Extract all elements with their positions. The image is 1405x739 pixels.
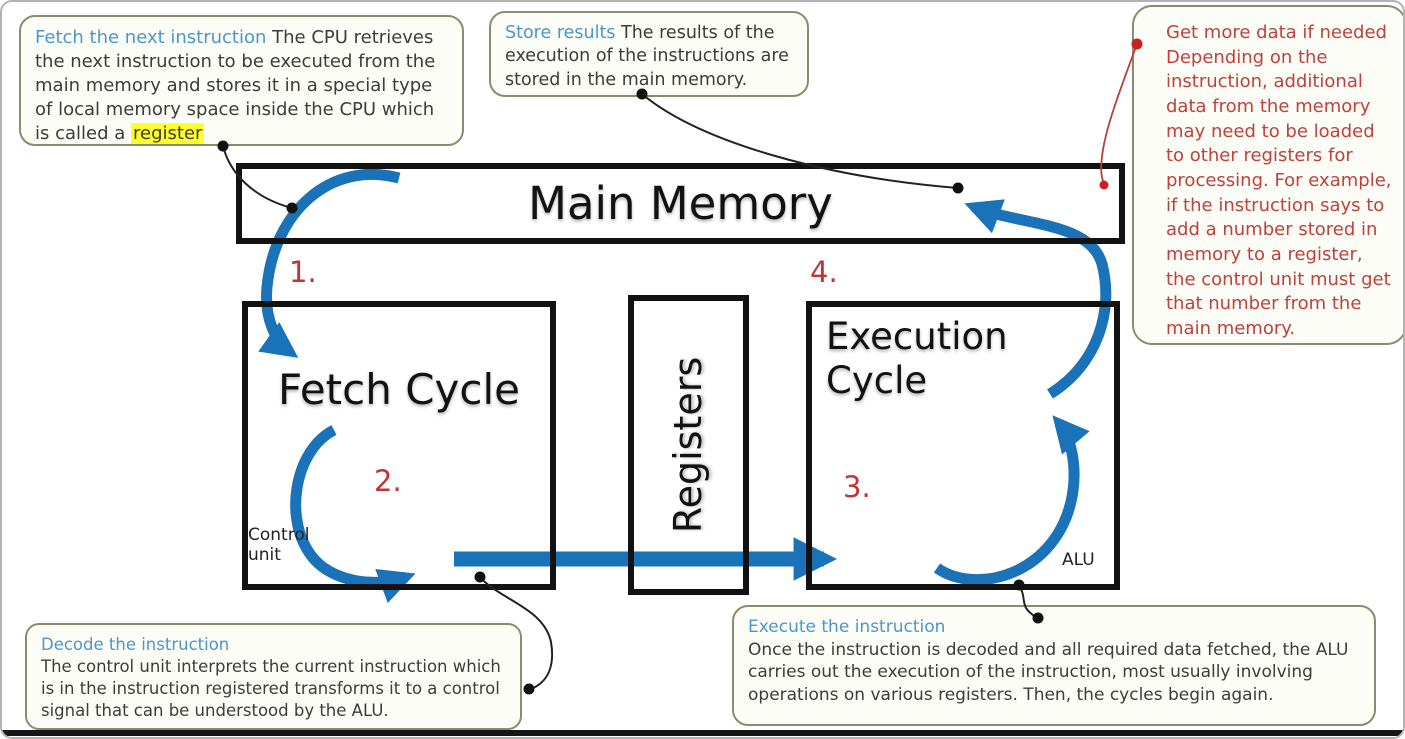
callout-fetch-instruction: Fetch the next instruction The CPU retri… bbox=[19, 15, 464, 146]
execution-cycle-label: Execution Cycle bbox=[826, 315, 1008, 402]
step-number-3: 3. bbox=[843, 470, 871, 504]
callout-execute-heading: Execute the instruction bbox=[748, 617, 946, 637]
execution-cycle-box: Execution Cycle bbox=[806, 301, 1120, 590]
callout-store-results: Store results The results of the executi… bbox=[489, 11, 809, 97]
callout-get-more-heading: Get more data if needed bbox=[1166, 22, 1387, 43]
callout-store-heading: Store results bbox=[505, 23, 622, 43]
step-number-4: 4. bbox=[810, 255, 838, 289]
callout-get-more-body: Depending on the instruction, additional… bbox=[1166, 46, 1392, 339]
connector-dot bbox=[523, 683, 535, 695]
registers-label: Registers bbox=[666, 356, 711, 534]
main-memory-box: Main Memory bbox=[236, 163, 1125, 244]
callout-store-body: The results of the execution of the inst… bbox=[505, 23, 789, 90]
callout-execute-body: Once the instruction is decoded and all … bbox=[748, 639, 1349, 705]
register-highlight: register bbox=[131, 122, 205, 144]
step-number-1: 1. bbox=[289, 255, 317, 289]
callout-decode-body: The control unit interprets the current … bbox=[41, 656, 501, 720]
callout-fetch-body: The CPU retrieves the next instruction t… bbox=[35, 27, 436, 144]
callout-decode-heading: Decode the instruction bbox=[41, 635, 230, 654]
control-unit-label: Control unit bbox=[248, 525, 310, 566]
main-memory-label: Main Memory bbox=[528, 177, 833, 230]
registers-box: Registers bbox=[628, 295, 749, 595]
alu-label: ALU bbox=[1062, 550, 1095, 570]
callout-fetch-heading: Fetch the next instruction bbox=[35, 27, 273, 48]
slide-bottom-edge bbox=[2, 730, 1403, 736]
step-number-2: 2. bbox=[374, 464, 402, 498]
fetch-cycle-label: Fetch Cycle bbox=[277, 365, 520, 414]
